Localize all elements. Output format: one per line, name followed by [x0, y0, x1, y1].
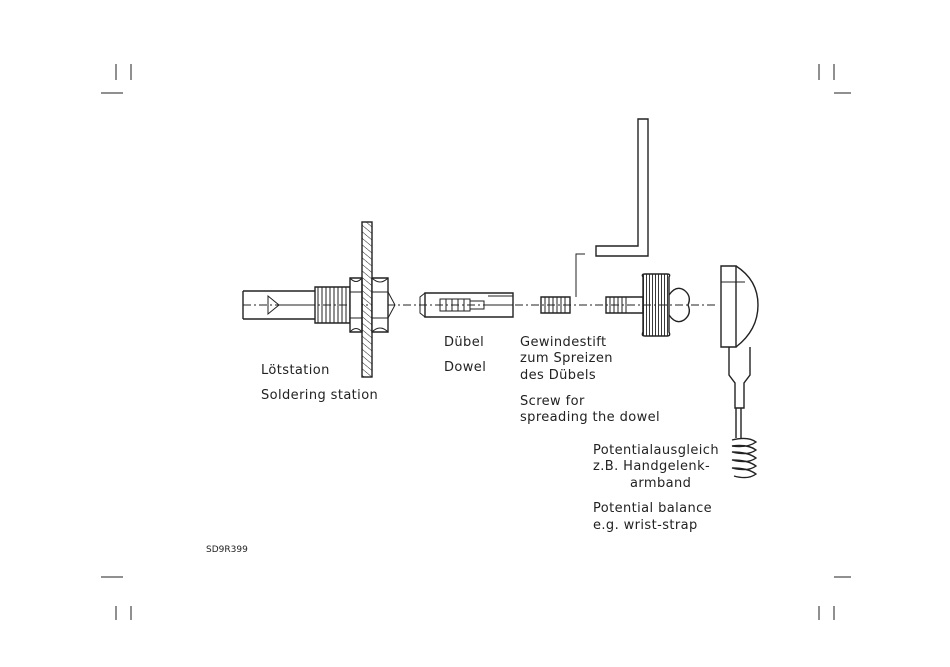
label-potential-de-line2: z.B. Handgelenk-: [593, 459, 710, 474]
figure-code: SD9R399: [206, 545, 248, 555]
label-screw-en-line1: Screw for: [520, 394, 585, 409]
dowel-part: [420, 293, 513, 317]
label-screw-en-line2: spreading the dowel: [520, 410, 660, 425]
set-screw-part: [541, 254, 585, 313]
label-potential-de-line3: armband: [630, 476, 691, 491]
label-screw-de-line3: des Dübels: [520, 368, 596, 383]
allen-key: [596, 119, 648, 256]
label-soldering-station-de: Lötstation: [261, 363, 330, 378]
label-potential-en-line2: e.g. wrist-strap: [593, 518, 698, 533]
label-dowel-en: Dowel: [444, 360, 486, 375]
label-screw-de-line2: zum Spreizen: [520, 351, 613, 366]
mounting-wall: [362, 222, 372, 377]
label-screw-de-line1: Gewindestift: [520, 335, 607, 350]
label-soldering-station-en: Soldering station: [261, 388, 378, 403]
label-potential-en-line1: Potential balance: [593, 501, 712, 516]
potential-balance-clip: [721, 266, 758, 478]
label-potential-de-line1: Potentialausgleich: [593, 443, 719, 458]
label-dowel-de: Dübel: [444, 335, 484, 350]
